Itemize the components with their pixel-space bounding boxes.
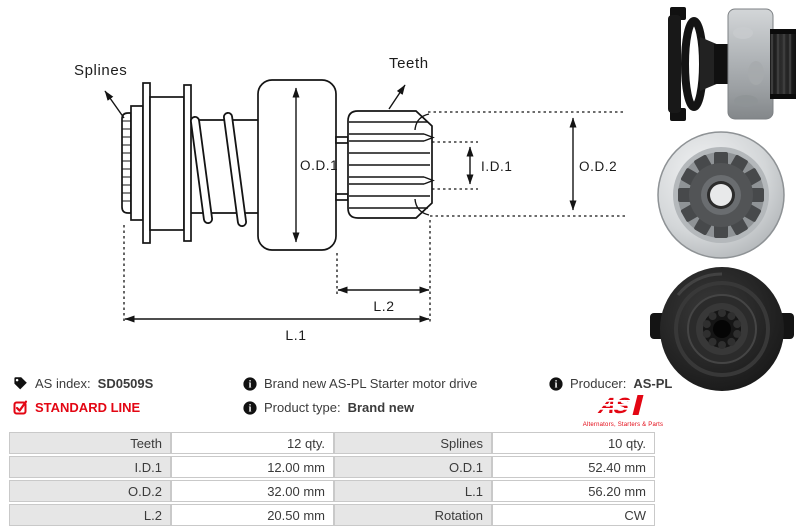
svg-text:i: i bbox=[249, 379, 252, 390]
spec-label-cell: Rotation bbox=[334, 504, 492, 526]
as-pl-logo-mark: AS bbox=[596, 393, 644, 418]
producer-value: AS-PL bbox=[633, 376, 673, 391]
table-row: O.D.2 32.00 mm L.1 56.20 mm bbox=[9, 480, 655, 502]
spec-value-cell: 52.40 mm bbox=[492, 456, 655, 478]
diagram-label-od2: O.D.2 bbox=[579, 159, 617, 174]
diagram-label-splines: Splines bbox=[74, 62, 127, 79]
connector-band-bottom bbox=[335, 193, 349, 201]
spec-value-cell: 20.50 mm bbox=[171, 504, 334, 526]
splines-callout-arrow bbox=[104, 90, 125, 119]
product-type-value: Brand new bbox=[347, 400, 415, 415]
hub-shape bbox=[149, 96, 185, 231]
spec-label-cell: L.2 bbox=[9, 504, 171, 526]
technical-diagram: O.D.1 I.D.1 O.D.2 L.2 L.1 Splines Teeth bbox=[74, 55, 625, 343]
spec-value-cell: 10 qty. bbox=[492, 432, 655, 454]
product-type-row: i Product type: Brand new bbox=[243, 400, 414, 415]
spline-end-shape bbox=[121, 112, 132, 214]
spec-label-cell: O.D.1 bbox=[334, 456, 492, 478]
svg-text:i: i bbox=[249, 403, 252, 414]
spline-hatching bbox=[122, 120, 131, 202]
spec-label-cell: L.1 bbox=[334, 480, 492, 502]
standard-line-badge: STANDARD LINE bbox=[35, 400, 141, 415]
as-index-label: AS index: bbox=[35, 376, 91, 391]
logo-tagline: Alternators, Starters & Parts bbox=[582, 422, 664, 428]
spec-value-cell: 12 qty. bbox=[171, 432, 334, 454]
id1-extension-lines bbox=[432, 141, 478, 190]
diagram-label-l1: L.1 bbox=[285, 327, 306, 343]
as-pl-logo: AS Alternators, Starters & Parts bbox=[578, 393, 668, 428]
product-photo-rear-spline-view bbox=[650, 267, 794, 391]
info-icon: i bbox=[243, 400, 257, 415]
tag-icon bbox=[14, 377, 27, 390]
product-photo-front-gear-view bbox=[657, 131, 785, 259]
front-flange-shape bbox=[142, 82, 151, 244]
table-row: I.D.1 12.00 mm O.D.1 52.40 mm bbox=[9, 456, 655, 478]
info-icon: i bbox=[243, 376, 257, 391]
checkbox-checked-icon bbox=[13, 400, 28, 415]
spec-value-cell: 12.00 mm bbox=[171, 456, 334, 478]
diagram-label-l2: L.2 bbox=[373, 298, 394, 314]
spec-label-cell: Splines bbox=[334, 432, 492, 454]
spec-value-cell: 32.00 mm bbox=[171, 480, 334, 502]
spring-coils bbox=[190, 112, 247, 227]
pinion-teeth-lines bbox=[349, 113, 435, 216]
spec-label-cell: Teeth bbox=[9, 432, 171, 454]
svg-text:i: i bbox=[555, 379, 558, 390]
diagram-label-od1: O.D.1 bbox=[300, 158, 338, 173]
teeth-callout-arrow bbox=[388, 84, 406, 110]
spec-value-cell: 56.20 mm bbox=[492, 480, 655, 502]
info-icon: i bbox=[549, 376, 563, 391]
diagram-label-id1: I.D.1 bbox=[481, 159, 513, 174]
as-index-value: SD0509S bbox=[97, 376, 154, 391]
product-type-label: Product type: bbox=[264, 400, 341, 415]
spec-label-cell: I.D.1 bbox=[9, 456, 171, 478]
producer-row: i Producer: AS-PL bbox=[549, 376, 672, 391]
product-description: Brand new AS-PL Starter motor drive bbox=[264, 376, 478, 391]
spec-label-cell: O.D.2 bbox=[9, 480, 171, 502]
sleeve-shape bbox=[130, 105, 144, 221]
l2-extension-lines bbox=[123, 220, 431, 322]
table-row: Teeth 12 qty. Splines 10 qty. bbox=[9, 432, 655, 454]
producer-label: Producer: bbox=[570, 376, 627, 391]
description-row: i Brand new AS-PL Starter motor drive bbox=[243, 376, 477, 391]
standard-line-row: STANDARD LINE bbox=[13, 400, 140, 415]
spec-table: Teeth 12 qty. Splines 10 qty. I.D.1 12.0… bbox=[9, 430, 655, 528]
product-photo-side-view bbox=[668, 7, 796, 121]
table-row: L.2 20.50 mm Rotation CW bbox=[9, 504, 655, 526]
connector-band-top bbox=[335, 136, 349, 144]
spec-value-cell: CW bbox=[492, 504, 655, 526]
diagram-label-teeth: Teeth bbox=[389, 55, 429, 72]
as-index-row: AS index: SD0509S bbox=[13, 376, 153, 391]
rear-flange-shape bbox=[183, 84, 192, 242]
